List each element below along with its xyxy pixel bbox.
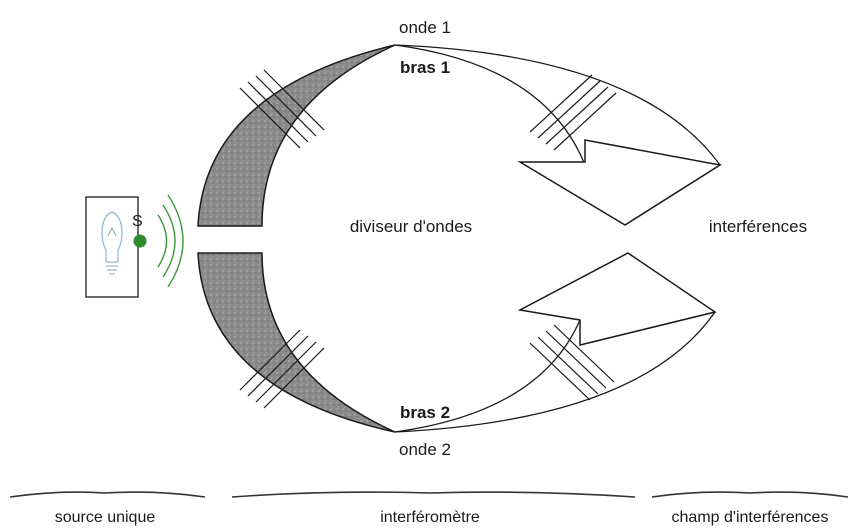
section-source-label: source unique bbox=[55, 509, 156, 526]
arm-2-label: bras 2 bbox=[400, 403, 450, 422]
section-braces bbox=[9, 491, 849, 498]
light-bulb-icon bbox=[101, 211, 123, 275]
lower-right-wavefront-marks bbox=[529, 324, 615, 401]
emitted-waves-icon bbox=[157, 194, 184, 288]
field-brace bbox=[651, 491, 849, 498]
lower-left-wavefront-marks bbox=[239, 329, 325, 409]
source-point-label: S bbox=[132, 213, 143, 230]
light-source bbox=[85, 194, 184, 298]
wave-1-outer-path bbox=[394, 44, 721, 166]
section-field-label: champ d'interférences bbox=[672, 509, 829, 526]
wave-2-inner-path bbox=[394, 319, 581, 433]
source-brace bbox=[9, 491, 206, 498]
upper-arrow-head bbox=[517, 139, 723, 226]
upper-right-wavefront-marks bbox=[529, 74, 617, 151]
upper-left-wavefront-marks bbox=[239, 69, 325, 149]
wave-1-label: onde 1 bbox=[399, 18, 451, 37]
arm-1-label: bras 1 bbox=[400, 58, 450, 77]
interference-label: interférences bbox=[709, 217, 807, 236]
wave-2-label: onde 2 bbox=[399, 440, 451, 459]
lower-arm-shape bbox=[197, 252, 396, 433]
interferometer-brace bbox=[231, 491, 636, 498]
wave-2-outer-path bbox=[394, 311, 716, 433]
source-point-s bbox=[133, 234, 147, 248]
section-interferometer-label: interféromètre bbox=[380, 509, 480, 526]
wave-1-inner-path bbox=[394, 44, 586, 166]
upper-arm-shape bbox=[197, 44, 396, 227]
lower-arrow-head bbox=[517, 252, 717, 346]
splitter-label: diviseur d'ondes bbox=[350, 217, 472, 236]
